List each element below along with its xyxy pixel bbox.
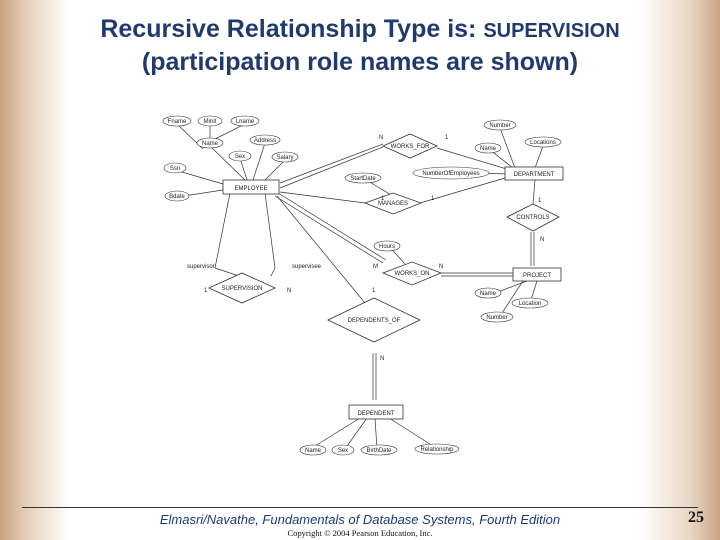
entity-employee [222,179,280,195]
card-won-proj: N [439,264,443,270]
num-employees-text: NumberOfEmployees [422,171,479,177]
attr-lname [230,115,260,127]
minit-text: Minit [204,119,217,125]
rel-works-for [382,133,438,159]
rel-works-on [381,261,443,286]
emp-name-text: Name [202,141,219,147]
attr-hours [373,240,401,252]
works-for-label: WORKS_FOR [391,144,430,150]
manages-label: MANAGES [378,201,408,207]
project-label: PROJECT [523,273,551,279]
emp-sex-text: Sex [235,154,245,160]
dep-name-text: Name [305,448,322,454]
proj-name-text: Name [480,291,497,297]
footer-divider [22,507,698,508]
attr-dep-sex [331,444,355,456]
birthdate-text: BirthDate [366,448,392,454]
card-wf-emp: N [379,135,383,141]
bdate-text: Bdate [169,194,185,200]
dep-sex-text: Sex [338,448,348,454]
dependents-of-label: DEPENDENTS_OF [348,318,401,324]
entity-project [512,267,562,282]
attr-dep-name [299,444,327,456]
title-highlight: SUPERVISION [483,20,620,42]
title-line-2: (participation role names are shown) [141,48,579,76]
footer-citation: Elmasri/Navathe, Fundamentals of Databas… [159,512,561,527]
supervision-label: SUPERVISION [222,286,263,292]
attr-bdate [164,190,190,202]
card-man-emp: 1 [381,196,385,202]
card-wf-dept: 1 [445,135,449,141]
dept-number-text: Number [489,123,510,129]
card-won-emp: M [373,264,378,270]
rel-controls [506,203,560,232]
dependent-label: DEPENDENT [357,411,394,417]
employee-label: EMPLOYEE [234,186,267,192]
attr-fname [162,115,192,127]
works-on-label: WORKS_ON [394,271,429,277]
er-diagram: EMPLOYEE DEPARTMENT PROJECT DEPENDENT WO… [162,115,564,456]
attr-salary [271,151,299,163]
rel-supervision [208,272,276,304]
card-ctrl-dept: 1 [538,198,542,204]
attr-relationship [414,443,460,455]
card-dep-dependent: N [380,356,384,362]
relationship-text: Relationship [420,447,454,453]
attr-birthdate [360,444,398,456]
footer-copyright: Copyright © 2004 Pearson Education, Inc. [287,528,433,538]
card-dep-emp: 1 [372,288,376,294]
rel-manages [363,192,423,215]
role-supervisor: supervisor [187,264,215,270]
attr-emp-sex [228,150,252,162]
location-text: Location [519,301,542,307]
proj-number-text: Number [486,315,507,321]
locations-text: Locations [530,140,556,146]
ssn-text: Ssn [170,166,180,172]
attr-ssn [163,162,187,174]
attr-proj-name [474,287,502,299]
page-number: 25 [688,509,704,526]
address-text: Address [254,138,276,144]
salary-text: Salary [276,155,293,161]
controls-label: CONTROLS [516,215,549,221]
attr-proj-number [480,311,514,323]
entity-dependent [348,404,404,420]
lname-text: Lname [236,119,255,125]
attr-locations [524,136,562,148]
attr-dept-name [474,142,502,154]
attr-dept-number [483,119,517,131]
dept-name-text: Name [480,146,497,152]
entity-department [504,166,564,181]
attr-start-date [344,172,382,184]
attr-location [511,297,549,309]
rel-dependents-of [327,297,421,343]
card-sup-supervisee: N [287,288,291,294]
slide-title: Recursive Relationship Type is: SUPERVIS… [40,14,680,78]
card-sup-supervisor: 1 [204,288,208,294]
attr-address [249,134,281,146]
start-date-text: StartDate [350,176,376,182]
attr-num-employees [412,166,490,180]
hours-text: Hours [379,244,395,250]
connector-lines [174,123,544,450]
card-ctrl-proj: N [540,237,544,243]
title-line-1: Recursive Relationship Type is: SUPERVIS… [40,14,680,47]
fname-text: Fname [168,119,187,125]
attr-emp-name [196,137,224,149]
attr-minit [197,115,223,127]
role-supervisee: supervisee [292,264,322,270]
title-main: Recursive Relationship Type is: [100,15,484,43]
department-label: DEPARTMENT [514,172,555,178]
card-man-dept: 1 [431,196,435,202]
